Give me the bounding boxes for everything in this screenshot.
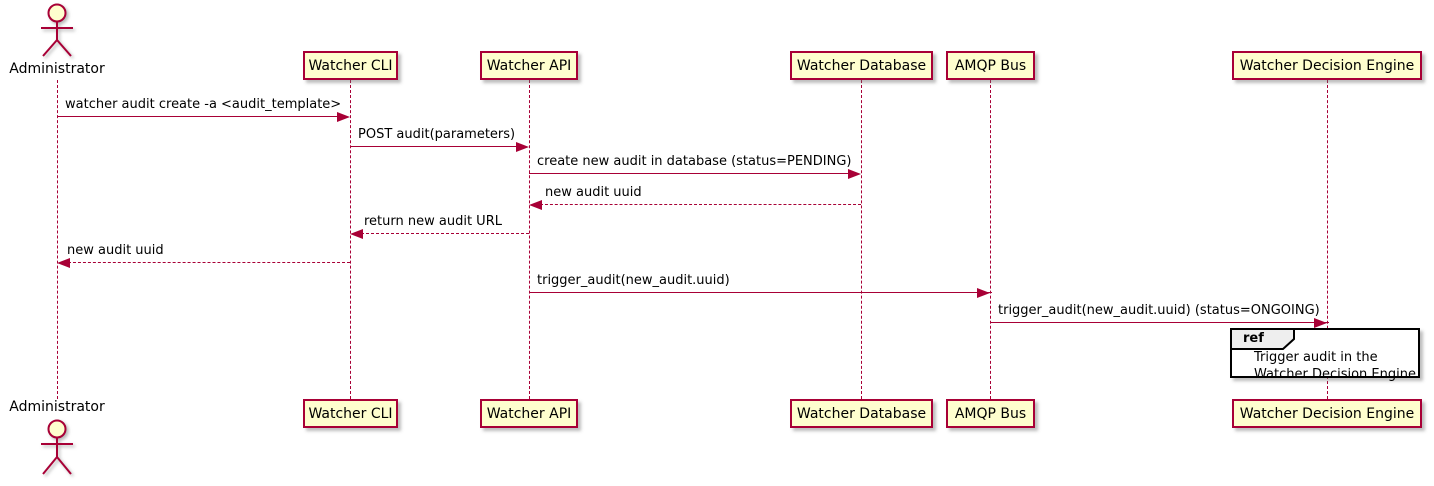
message-label-4: new audit uuid bbox=[545, 185, 642, 200]
arrowhead-6 bbox=[57, 258, 70, 268]
participant-top-watcher-database: Watcher Database bbox=[790, 51, 933, 80]
lifeline-amqp-bus bbox=[990, 80, 991, 399]
actor-label-top: Administrator bbox=[9, 61, 105, 77]
participant-bottom-watcher-decision-engine: Watcher Decision Engine bbox=[1232, 399, 1422, 428]
arrowhead-2 bbox=[516, 142, 529, 152]
ref-text-line2: Watcher Decision Engine bbox=[1254, 367, 1416, 382]
actor-icon-bottom bbox=[41, 419, 73, 475]
ref-fragment: ref Trigger audit in the Watcher Decisio… bbox=[1230, 328, 1420, 382]
message-arrow-2 bbox=[350, 146, 519, 147]
arrowhead-5 bbox=[350, 229, 363, 239]
message-label-7: trigger_audit(new_audit.uuid) bbox=[537, 273, 730, 288]
participant-bottom-watcher-api: Watcher API bbox=[480, 399, 578, 428]
message-arrow-5 bbox=[361, 233, 529, 234]
arrowhead-4 bbox=[529, 200, 542, 210]
arrowhead-3 bbox=[848, 169, 861, 179]
message-label-8: trigger_audit(new_audit.uuid) (status=ON… bbox=[998, 303, 1320, 318]
ref-text-line1: Trigger audit in the bbox=[1254, 350, 1378, 365]
lifeline-watcher-api bbox=[529, 80, 530, 399]
message-arrow-7 bbox=[529, 292, 992, 293]
message-arrow-1 bbox=[57, 116, 340, 117]
message-arrow-8 bbox=[990, 322, 1329, 323]
message-label-6: new audit uuid bbox=[67, 243, 164, 258]
lifeline-watcher-cli bbox=[350, 80, 351, 399]
actor-icon bbox=[41, 3, 73, 57]
participant-top-amqp-bus: AMQP Bus bbox=[946, 51, 1035, 80]
message-label-2: POST audit(parameters) bbox=[358, 127, 516, 142]
participant-top-watcher-cli: Watcher CLI bbox=[303, 51, 398, 80]
message-label-1: watcher audit create -a <audit_template> bbox=[65, 97, 342, 112]
message-label-5: return new audit URL bbox=[364, 214, 502, 229]
ref-tab bbox=[1230, 328, 1295, 350]
arrowhead-7 bbox=[977, 288, 990, 298]
arrowhead-8 bbox=[1314, 318, 1327, 328]
ref-keyword: ref bbox=[1243, 331, 1264, 346]
lifeline-watcher-decision-engine bbox=[1327, 80, 1328, 399]
arrowhead-1 bbox=[337, 112, 350, 122]
participant-bottom-amqp-bus: AMQP Bus bbox=[946, 399, 1035, 428]
message-label-3: create new audit in database (status=PEN… bbox=[537, 154, 852, 169]
message-arrow-4 bbox=[540, 204, 861, 205]
participant-bottom-watcher-database: Watcher Database bbox=[790, 399, 933, 428]
lifeline-administrator bbox=[57, 80, 58, 399]
message-arrow-6 bbox=[68, 262, 350, 263]
actor-label-bottom: Administrator bbox=[9, 399, 105, 415]
lifeline-watcher-database bbox=[861, 80, 862, 399]
participant-top-watcher-api: Watcher API bbox=[480, 51, 578, 80]
participant-top-watcher-decision-engine: Watcher Decision Engine bbox=[1232, 51, 1422, 80]
message-arrow-3 bbox=[529, 173, 851, 174]
participant-bottom-watcher-cli: Watcher CLI bbox=[303, 399, 398, 428]
